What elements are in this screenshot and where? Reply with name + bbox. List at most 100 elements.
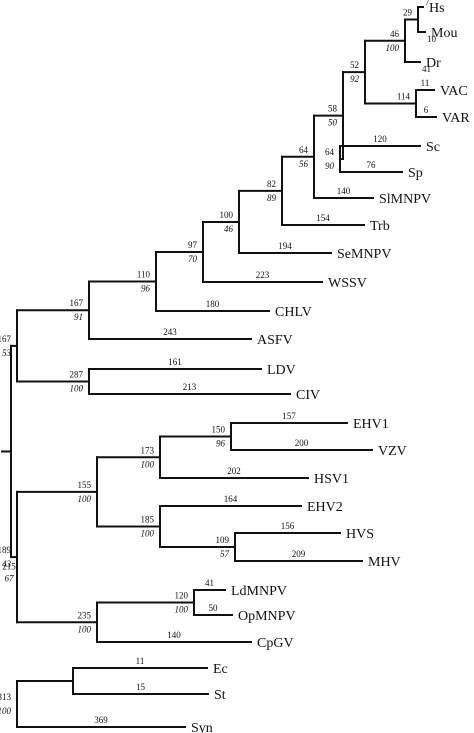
taxon-label-sc: Sc bbox=[426, 140, 440, 155]
taxon-label-asfv: ASFV bbox=[257, 333, 293, 348]
branch-length-MHV: 209 bbox=[292, 549, 306, 559]
taxon-label-slmnpv: SlMNPV bbox=[379, 192, 431, 207]
branch-length-c82: 82 bbox=[267, 179, 276, 189]
branch-length-CIV: 213 bbox=[183, 382, 197, 392]
taxon-label-ec: Ec bbox=[213, 662, 228, 677]
branch-length-c58: 58 bbox=[328, 104, 338, 114]
branch-length-herpes: 155 bbox=[78, 480, 92, 490]
support-value-vert: 100 bbox=[386, 43, 400, 53]
taxon-label-vac: VAC bbox=[440, 84, 468, 99]
support-value-c189: 43 bbox=[2, 559, 12, 569]
taxon-label-ehv1: EHV1 bbox=[353, 417, 389, 432]
support-value-root: 67 bbox=[5, 573, 15, 583]
support-value-c167b: 53 bbox=[2, 348, 12, 358]
branch-length-c189: 189 bbox=[0, 545, 12, 555]
support-value-c100: 46 bbox=[224, 224, 234, 234]
taxon-label-sp: Sp bbox=[408, 166, 423, 181]
taxon-label-trb: Trb bbox=[370, 219, 390, 234]
branch-length-Dr: 41 bbox=[422, 64, 431, 74]
branch-length-VAR: 6 bbox=[424, 105, 429, 115]
branch-length-Syn: 369 bbox=[94, 715, 108, 725]
support-value-bact: 100 bbox=[0, 706, 12, 716]
support-value-gamma1: 57 bbox=[220, 549, 230, 559]
branch-length-CHLV: 180 bbox=[206, 299, 220, 309]
branch-length-pox: 114 bbox=[397, 92, 411, 102]
taxon-label-opmnpv: OpMNPV bbox=[238, 609, 296, 624]
taxon-label-ehv2: EHV2 bbox=[307, 500, 343, 515]
support-value-c97: 70 bbox=[188, 254, 198, 264]
support-value-npv: 100 bbox=[175, 605, 189, 615]
branch-length-LdMNPV: 41 bbox=[205, 578, 214, 588]
support-value-alpha1: 96 bbox=[216, 439, 226, 449]
branch-length-EHV1: 157 bbox=[282, 411, 296, 421]
support-value-herpes: 100 bbox=[78, 494, 92, 504]
taxon-label-st: St bbox=[214, 688, 226, 703]
branch-length-HSV1: 202 bbox=[227, 466, 241, 476]
support-value-c110: 96 bbox=[141, 283, 151, 293]
branch-length-vert_pox: 52 bbox=[350, 60, 359, 70]
branch-length-Hs: 7 bbox=[425, 0, 430, 7]
branch-length-gamma: 185 bbox=[141, 515, 155, 525]
branch-length-St: 15 bbox=[136, 682, 146, 692]
branch-length-Sc: 120 bbox=[373, 134, 387, 144]
branch-length-SlMNPV: 140 bbox=[337, 186, 351, 196]
taxon-label-wssv: WSSV bbox=[328, 276, 367, 291]
branch-length-LDV: 161 bbox=[168, 357, 182, 367]
branch-length-CpGV: 140 bbox=[167, 630, 181, 640]
branch-length-c110: 110 bbox=[137, 269, 151, 279]
branch-length-WSSV: 223 bbox=[256, 270, 270, 280]
support-value-c167a: 91 bbox=[74, 312, 83, 322]
taxon-label-vzv: VZV bbox=[378, 444, 407, 459]
taxon-label-hsv1: HSV1 bbox=[314, 472, 349, 487]
taxon-label-syn: Syn bbox=[191, 721, 213, 733]
branch-length-VAC: 11 bbox=[421, 78, 430, 88]
taxon-label-dr: Dr bbox=[426, 56, 441, 71]
branch-length-VZV: 200 bbox=[295, 438, 309, 448]
branch-length-bact: 313 bbox=[0, 692, 12, 702]
branch-length-HVS: 156 bbox=[281, 521, 295, 531]
branch-length-Sp: 76 bbox=[367, 160, 377, 170]
support-value-c64: 56 bbox=[299, 159, 309, 169]
support-value-bacu: 100 bbox=[78, 624, 92, 634]
branch-length-npv: 120 bbox=[175, 591, 189, 601]
branch-length-Ec: 11 bbox=[136, 656, 145, 666]
taxon-label-var: VAR bbox=[442, 111, 470, 126]
taxon-label-ldmnpv: LdMNPV bbox=[231, 584, 287, 599]
branch-length-ASFV: 243 bbox=[163, 327, 177, 337]
branch-length-yeast: 64 bbox=[325, 147, 335, 157]
branch-length-OpMNPV: 50 bbox=[209, 603, 219, 613]
branch-length-c167a: 167 bbox=[70, 298, 84, 308]
support-value-alpha: 100 bbox=[141, 459, 155, 469]
branch-length-c167b: 167 bbox=[0, 334, 12, 344]
branch-length-c100: 100 bbox=[220, 210, 234, 220]
taxon-label-ldv: LDV bbox=[267, 363, 296, 378]
branch-length-alpha1: 150 bbox=[212, 425, 226, 435]
branch-length-Trb: 154 bbox=[316, 213, 330, 223]
branch-length-iri: 287 bbox=[70, 370, 84, 380]
taxon-label-cpgv: CpGV bbox=[257, 636, 294, 651]
support-value-iri: 100 bbox=[70, 384, 84, 394]
support-value-yeast: 90 bbox=[325, 161, 335, 171]
taxon-label-hvs: HVS bbox=[346, 527, 374, 542]
branch-length-vert: 46 bbox=[390, 29, 400, 39]
taxon-label-mhv: MHV bbox=[368, 555, 401, 570]
taxon-label-hs: Hs bbox=[429, 1, 445, 16]
branch-length-SeMNPV: 194 bbox=[278, 241, 292, 251]
branch-length-gamma1: 109 bbox=[216, 535, 230, 545]
support-value-c82: 89 bbox=[267, 193, 277, 203]
branch-length-hs_mou: 29 bbox=[403, 8, 413, 18]
support-value-vert_pox: 92 bbox=[350, 74, 360, 84]
branch-length-bacu: 235 bbox=[78, 610, 92, 620]
branch-length-c97: 97 bbox=[188, 240, 198, 250]
support-value-c58: 50 bbox=[328, 118, 338, 128]
taxon-label-chlv: CHLV bbox=[275, 305, 312, 320]
branch-length-alpha: 173 bbox=[141, 445, 155, 455]
support-value-gamma: 100 bbox=[141, 529, 155, 539]
taxon-label-mou: Mou bbox=[431, 26, 457, 41]
branch-length-EHV2: 164 bbox=[224, 494, 238, 504]
branch-length-Mou: 10 bbox=[427, 34, 437, 44]
branch-length-root: 215 bbox=[2, 561, 16, 571]
taxon-label-semnpv: SeMNPV bbox=[337, 247, 391, 262]
